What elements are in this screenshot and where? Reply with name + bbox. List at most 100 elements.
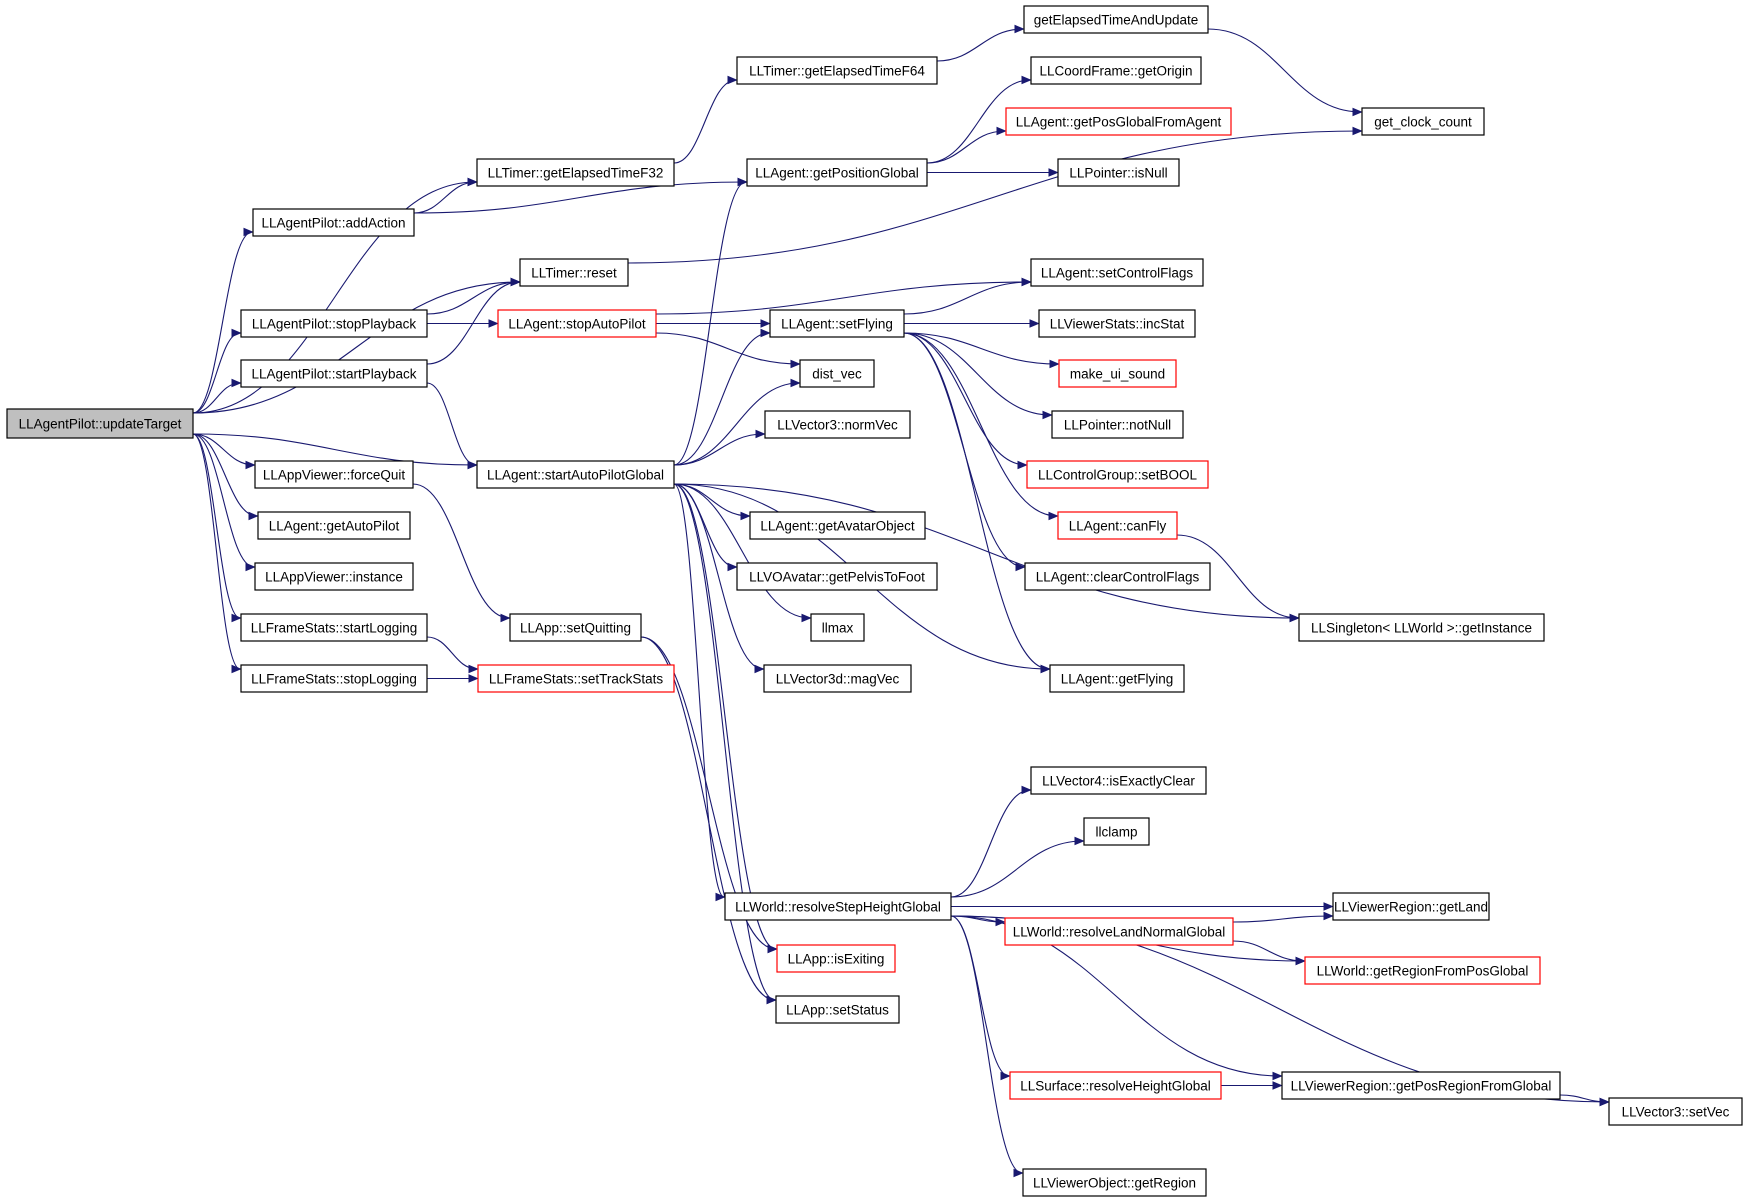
node-label-setVec: LLVector3::setVec [1622,1104,1730,1119]
edge-startAutoPilotGlobal-to-magVec [673,483,763,669]
node-getElapsedTimeF64[interactable]: LLTimer::getElapsedTimeF64 [736,56,938,85]
node-isExactlyClear[interactable]: LLVector4::isExactlyClear [1030,766,1207,795]
node-appInstance[interactable]: LLAppViewer::instance [254,562,414,591]
edge-updateTarget-to-reset [192,282,519,414]
node-box-appInstance [254,562,414,591]
node-label-startLogging: LLFrameStats::startLogging [251,620,418,635]
edge-resolveStepHeightGlobal-to-getRegion [950,915,1022,1173]
node-box-startAutoPilotGlobal [476,460,675,489]
node-box-resolveStepHeightGlobal [724,892,952,921]
node-forceQuit[interactable]: LLAppViewer::forceQuit [254,460,414,489]
node-label-getFlying: LLAgent::getFlying [1061,671,1174,686]
node-startPlayback[interactable]: LLAgentPilot::startPlayback [240,359,428,388]
edge-startAutoPilotGlobal-to-isExiting [673,483,776,949]
node-box-getLand [1332,892,1490,921]
node-box-setVec [1608,1097,1743,1126]
node-box-setQuitting [509,613,642,642]
node-box-stopAutoPilot [497,309,657,338]
node-resolveHeightGlobal[interactable]: LLSurface::resolveHeightGlobal [1009,1071,1222,1100]
node-box-getClockCount [1361,107,1485,136]
node-resolveStepHeightGlobal[interactable]: LLWorld::resolveStepHeightGlobal [724,892,952,921]
node-setVec[interactable]: LLVector3::setVec [1608,1097,1743,1126]
node-getElapsedTimeF32[interactable]: LLTimer::getElapsedTimeF32 [476,158,675,187]
node-box-setStatus [775,995,900,1024]
edge-getElapsedTimeF32-to-getElapsedTimeF64 [673,80,736,164]
node-updateTarget[interactable]: LLAgentPilot::updateTarget [6,408,194,439]
edge-resolveLandNormalGlobal-to-getRegionFromPosGlobal [1232,940,1304,961]
node-magVec[interactable]: LLVector3d::magVec [763,664,912,693]
edge-setFlying-to-setControlFlags [903,282,1030,315]
edge-startAutoPilotGlobal-to-resolveStepHeightGlobal [673,483,724,897]
node-label-startPlayback: LLAgentPilot::startPlayback [251,366,416,381]
node-getElapsedTimeAndUpdate[interactable]: getElapsedTimeAndUpdate [1023,5,1209,34]
node-getPelvisToFoot[interactable]: LLVOAvatar::getPelvisToFoot [736,562,938,591]
node-getInstance[interactable]: LLSingleton< LLWorld >::getInstance [1298,613,1545,642]
node-setBOOL[interactable]: LLControlGroup::setBOOL [1026,460,1209,489]
node-distVec[interactable]: dist_vec [799,359,875,388]
node-setQuitting[interactable]: LLApp::setQuitting [509,613,642,642]
node-setTrackStats[interactable]: LLFrameStats::setTrackStats [477,664,675,693]
node-stopPlayback[interactable]: LLAgentPilot::stopPlayback [240,309,428,338]
node-startLogging[interactable]: LLFrameStats::startLogging [240,613,428,642]
edges-layer [192,29,1608,1173]
node-getAutoPilot[interactable]: LLAgent::getAutoPilot [257,511,411,540]
node-box-normVec [764,410,911,439]
edge-updateTarget-to-getElapsedTimeF32 [192,182,476,414]
node-isExiting[interactable]: LLApp::isExiting [776,944,896,973]
node-box-resolveHeightGlobal [1009,1071,1222,1100]
node-startAutoPilotGlobal[interactable]: LLAgent::startAutoPilotGlobal [476,460,675,489]
edge-resolveLandNormalGlobal-to-getLand [1232,916,1332,923]
node-makeUiSound[interactable]: make_ui_sound [1058,359,1177,388]
node-box-getPosGlobalFromAgent [1005,107,1232,136]
node-normVec[interactable]: LLVector3::normVec [764,410,911,439]
edge-reset-to-getClockCount [627,131,1361,264]
node-getPositionGlobal[interactable]: LLAgent::getPositionGlobal [746,158,928,187]
edge-updateTarget-to-addAction [192,232,252,414]
node-box-isNull [1057,158,1180,187]
node-label-startAutoPilotGlobal: LLAgent::startAutoPilotGlobal [487,467,664,482]
node-label-stopAutoPilot: LLAgent::stopAutoPilot [508,316,646,331]
node-notNull[interactable]: LLPointer::notNull [1051,410,1184,439]
node-getRegionFromPosGlobal[interactable]: LLWorld::getRegionFromPosGlobal [1304,956,1541,985]
node-label-getInstance: LLSingleton< LLWorld >::getInstance [1311,620,1532,635]
edge-setFlying-to-setBOOL [903,332,1026,465]
node-incStat[interactable]: LLViewerStats::incStat [1038,309,1196,338]
node-stopAutoPilot[interactable]: LLAgent::stopAutoPilot [497,309,657,338]
node-box-incStat [1038,309,1196,338]
node-canFly[interactable]: LLAgent::canFly [1057,511,1178,540]
node-box-startPlayback [240,359,428,388]
node-getRegion[interactable]: LLViewerObject::getRegion [1022,1168,1207,1197]
node-getPosRegionFromGlobal[interactable]: LLViewerRegion::getPosRegionFromGlobal [1281,1071,1561,1100]
node-llclamp[interactable]: llclamp [1083,817,1150,846]
node-box-getRegion [1022,1168,1207,1197]
edge-startAutoPilotGlobal-to-getPositionGlobal [673,182,746,466]
node-setControlFlags[interactable]: LLAgent::setControlFlags [1030,258,1204,287]
node-getAvatarObject[interactable]: LLAgent::getAvatarObject [749,511,926,540]
edge-setFlying-to-getFlying [903,332,1049,669]
node-isNull[interactable]: LLPointer::isNull [1057,158,1180,187]
edge-setFlying-to-notNull [903,332,1051,415]
node-box-getOrigin [1030,56,1202,85]
node-label-normVec: LLVector3::normVec [777,417,898,432]
node-setStatus[interactable]: LLApp::setStatus [775,995,900,1024]
node-getFlying[interactable]: LLAgent::getFlying [1049,664,1185,693]
edge-updateTarget-to-forceQuit [192,433,254,465]
node-getOrigin[interactable]: LLCoordFrame::getOrigin [1030,56,1202,85]
node-getPosGlobalFromAgent[interactable]: LLAgent::getPosGlobalFromAgent [1005,107,1232,136]
edge-setQuitting-to-setStatus [640,636,775,1000]
node-clearControlFlags[interactable]: LLAgent::clearControlFlags [1024,562,1211,591]
node-box-clearControlFlags [1024,562,1211,591]
node-box-stopPlayback [240,309,428,338]
node-setFlying[interactable]: LLAgent::setFlying [769,309,905,338]
node-label-getClockCount: get_clock_count [1374,114,1472,129]
node-reset[interactable]: LLTimer::reset [519,258,629,287]
node-getClockCount[interactable]: get_clock_count [1361,107,1485,136]
edge-stopPlayback-to-reset [426,282,519,315]
node-stopLogging[interactable]: LLFrameStats::stopLogging [240,664,428,693]
node-getLand[interactable]: LLViewerRegion::getLand [1332,892,1490,921]
node-addAction[interactable]: LLAgentPilot::addAction [252,208,415,237]
node-llmax[interactable]: llmax [810,613,865,642]
edge-forceQuit-to-setQuitting [412,483,509,618]
node-resolveLandNormalGlobal[interactable]: LLWorld::resolveLandNormalGlobal [1004,917,1234,946]
node-label-magVec: LLVector3d::magVec [776,671,900,686]
